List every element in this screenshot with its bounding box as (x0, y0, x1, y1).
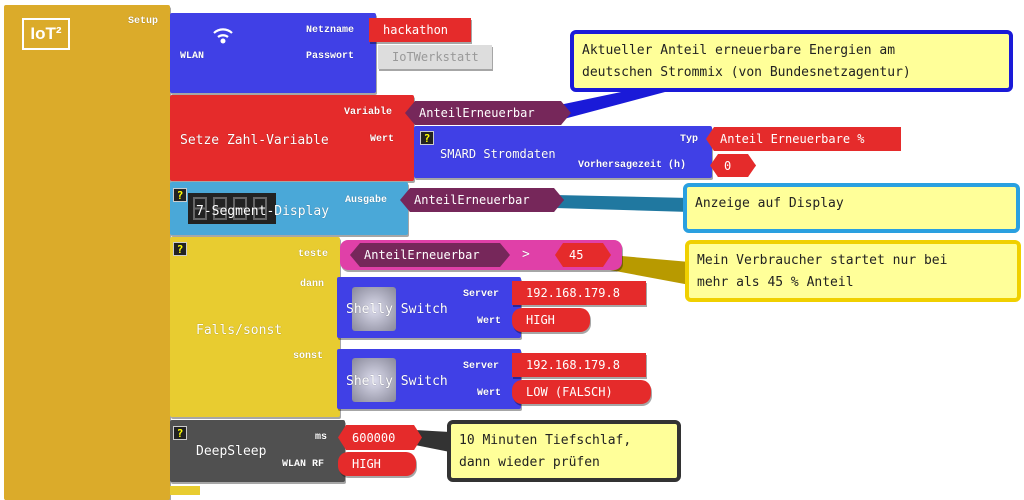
condition-value[interactable]: 45 (555, 243, 611, 267)
wert-label: Wert (477, 388, 502, 399)
connector-comment-3 (610, 255, 690, 285)
comment-text: Aktueller Anteil erneuerbare Energien am (582, 43, 896, 58)
smard-title: SMARD Stromdaten (440, 147, 556, 161)
passwort-field[interactable]: IoTWerkstatt (378, 45, 492, 69)
server-field-sonst[interactable]: 192.168.179.8 (512, 353, 646, 377)
vorhersage-field[interactable]: 0 (710, 154, 756, 177)
shelly-switch-block-sonst[interactable]: Shelly Switch Server Wert (337, 349, 521, 409)
server-label: Server (463, 289, 500, 300)
help-icon[interactable]: ? (173, 188, 187, 202)
dann-label: dann (300, 279, 325, 290)
wlanrf-dropdown[interactable]: HIGH (338, 452, 416, 476)
shelly-image-icon (352, 287, 396, 331)
wifi-icon (212, 25, 234, 49)
smard-block[interactable]: ? SMARD Stromdaten Typ Vorhersagezeit (h… (414, 126, 712, 178)
connector-comment-1 (545, 88, 680, 120)
comment-display[interactable]: Anzeige auf Display (683, 183, 1020, 233)
setze-variable-block[interactable]: Setze Zahl-Variable Variable Wert (170, 95, 414, 181)
setup-label: Setup (128, 16, 159, 27)
comment-text: Mein Verbraucher startet nur bei (697, 253, 948, 268)
next-block-stub (170, 486, 200, 495)
shelly-title: Shelly Switch (346, 374, 448, 389)
wert-dropdown-dann[interactable]: HIGH (512, 308, 590, 332)
passwort-label: Passwort (306, 51, 355, 62)
seven-segment-icon (188, 193, 276, 224)
operator-dropdown[interactable]: > (522, 247, 530, 262)
help-icon[interactable]: ? (173, 426, 187, 440)
typ-label: Typ (680, 134, 699, 145)
setze-title: Setze Zahl-Variable (180, 133, 329, 148)
ausgabe-label: Ausgabe (345, 195, 388, 206)
deepsleep-title: DeepSleep (196, 444, 267, 459)
iot-logo: IoT² (22, 18, 70, 50)
shelly-image-icon (352, 358, 396, 402)
segment-title: 7-Segment-Display (196, 204, 330, 219)
server-label: Server (463, 361, 500, 372)
comment-deepsleep[interactable]: 10 Minuten Tiefschlaf, dann wieder prüfe… (447, 420, 681, 482)
comment-verbraucher[interactable]: Mein Verbraucher startet nur bei mehr al… (685, 240, 1021, 302)
ms-field[interactable]: 600000 (338, 425, 422, 450)
wlan-block[interactable]: WLAN Netzname Passwort (170, 13, 376, 93)
wlanrf-label: WLAN RF (282, 459, 325, 470)
comment-text: mehr als 45 % Anteil (697, 275, 854, 290)
server-field-dann[interactable]: 192.168.179.8 (512, 281, 646, 305)
wert-label: Wert (477, 316, 502, 327)
netzname-label: Netzname (306, 25, 355, 36)
vorhersage-label: Vorhersagezeit (h) (578, 160, 687, 171)
comment-text: dann wieder prüfen (459, 455, 600, 470)
typ-dropdown[interactable]: Anteil Erneuerbare % (706, 127, 901, 151)
condition-variable[interactable]: AnteilErneuerbar (350, 243, 510, 267)
segment-display-block[interactable]: ? 7-Segment-Display Ausgabe (170, 182, 408, 235)
condition-block[interactable]: AnteilErneuerbar > 45 (340, 240, 622, 270)
wert-label: Wert (370, 134, 395, 145)
falls-sonst-block[interactable]: ? Falls/sonst teste dann sonst (170, 237, 340, 417)
connector-comment-4 (415, 430, 450, 452)
variable-label: Variable (344, 107, 393, 118)
shelly-title: Shelly Switch (346, 302, 448, 317)
ausgabe-variable[interactable]: AnteilErneuerbar (400, 188, 564, 212)
help-icon[interactable]: ? (420, 131, 434, 145)
deepsleep-block[interactable]: ? DeepSleep ms WLAN RF (170, 420, 345, 482)
wert-dropdown-sonst[interactable]: LOW (FALSCH) (512, 380, 651, 404)
comment-smard[interactable]: Aktueller Anteil erneuerbare Energien am… (570, 30, 1013, 92)
variable-dropdown[interactable]: AnteilErneuerbar (405, 101, 571, 125)
shelly-switch-block-dann[interactable]: Shelly Switch Server Wert (337, 277, 521, 338)
comment-text: 10 Minuten Tiefschlaf, (459, 433, 632, 448)
sonst-label: sonst (293, 351, 324, 362)
netzname-field[interactable]: hackathon (369, 18, 471, 42)
teste-label: teste (298, 249, 329, 260)
ms-label: ms (315, 432, 328, 443)
falls-title: Falls/sonst (196, 323, 283, 338)
wlan-title: WLAN (180, 51, 205, 62)
comment-text: deutschen Strommix (von Bundesnetzagentu… (582, 65, 911, 80)
comment-text: Anzeige auf Display (695, 196, 844, 211)
connector-comment-2 (555, 195, 690, 212)
help-icon[interactable]: ? (173, 242, 187, 256)
setup-block[interactable]: IoT² Setup (4, 5, 170, 500)
